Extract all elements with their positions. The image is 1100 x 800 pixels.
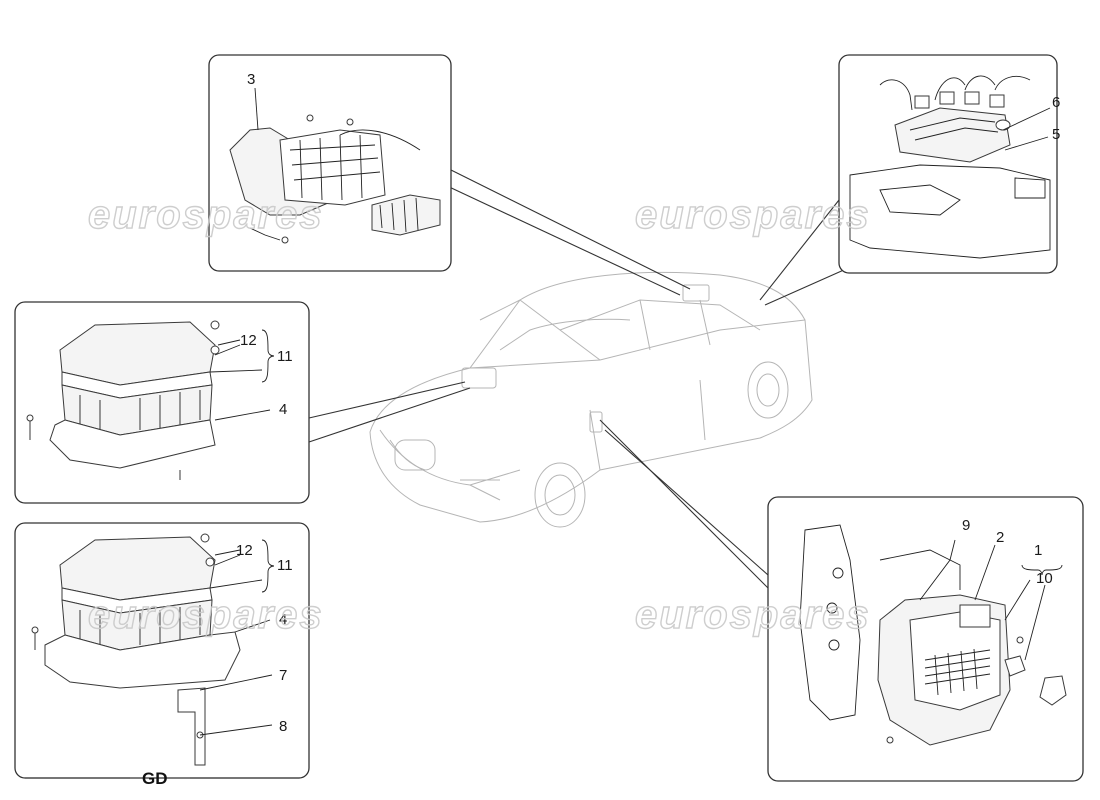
callout-9: 9	[962, 517, 970, 534]
callout-1: 1	[1034, 542, 1042, 559]
panel-junction-box-bottom-right	[767, 496, 1084, 782]
callout-11-upper: 11	[277, 348, 293, 365]
callout-8: 8	[279, 718, 287, 735]
callout-2: 2	[996, 529, 1004, 546]
panel-fuse-box-top	[208, 54, 452, 272]
callout-12-upper: 12	[240, 332, 257, 349]
watermark-text: eurospares	[88, 593, 324, 637]
watermark-layer: eurospares eurospares eurospares eurospa…	[87, 192, 871, 637]
watermark-text: eurospares	[88, 193, 324, 237]
panel-module-mid-left	[14, 301, 310, 504]
callout-12-lower: 12	[236, 542, 253, 559]
panel-control-module-top-right	[838, 54, 1058, 274]
leader-lines	[308, 169, 856, 591]
callout-5: 5	[1052, 126, 1060, 143]
panel-module-bottom-left-gd	[14, 522, 310, 779]
callout-6: 6	[1052, 94, 1060, 111]
callout-10: 10	[1036, 570, 1053, 587]
car-body-outline	[369, 271, 813, 528]
watermark-text: eurospares	[635, 593, 871, 637]
callout-11-lower: 11	[277, 557, 293, 574]
callout-7: 7	[279, 667, 287, 684]
watermark-text: eurospares	[635, 193, 871, 237]
variant-label-gd: GD	[142, 769, 168, 788]
callout-4-upper: 4	[279, 401, 287, 418]
callout-4-lower: 4	[279, 611, 287, 628]
callout-3: 3	[247, 71, 255, 88]
